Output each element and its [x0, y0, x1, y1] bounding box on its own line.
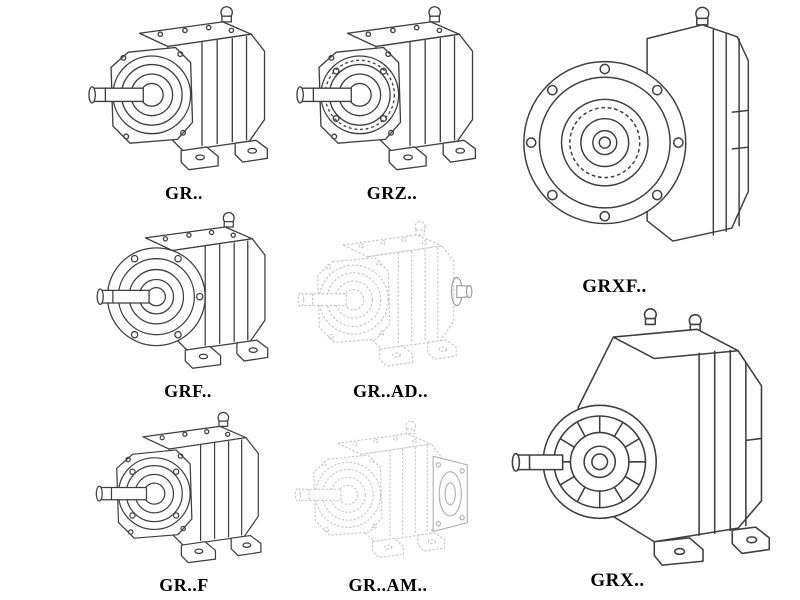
gearbox-drawing-gr-f	[95, 411, 262, 564]
product-label-grxf: GRXF..	[582, 276, 647, 297]
product-label-grf: GRF..	[164, 381, 212, 401]
product-cell-gr: GR..	[78, 2, 290, 206]
product-label-grz: GRZ..	[366, 183, 418, 203]
product-cell-gr-am: GR..AM..	[288, 412, 488, 598]
product-cell-grx: GRX..	[498, 302, 793, 594]
gearbox-drawing-grx	[511, 308, 771, 566]
gearbox-drawing-gr	[88, 6, 269, 171]
product-label-gr: GR..	[165, 183, 203, 203]
product-label-gr-am: GR..AM..	[348, 575, 428, 595]
product-cell-grz: GRZ..	[292, 2, 492, 206]
product-cell-grxf: GRXF..	[495, 0, 790, 300]
product-label-grx: GRX..	[590, 570, 645, 591]
product-label-gr-f: GR..F	[159, 575, 209, 595]
product-label-gr-ad: GR..AD..	[353, 381, 428, 401]
gearbox-drawing-grf	[96, 211, 269, 369]
gearbox-drawing-grz	[296, 6, 477, 171]
product-cell-gr-ad: GR..AD..	[288, 212, 493, 404]
gearbox-drawing-gr-am	[294, 420, 468, 559]
product-cell-grf: GRF..	[82, 208, 294, 404]
product-cell-gr-f: GR..F	[78, 408, 290, 598]
gearbox-drawing-gr-ad	[297, 220, 473, 367]
gearbox-drawing-grxf	[523, 6, 750, 242]
